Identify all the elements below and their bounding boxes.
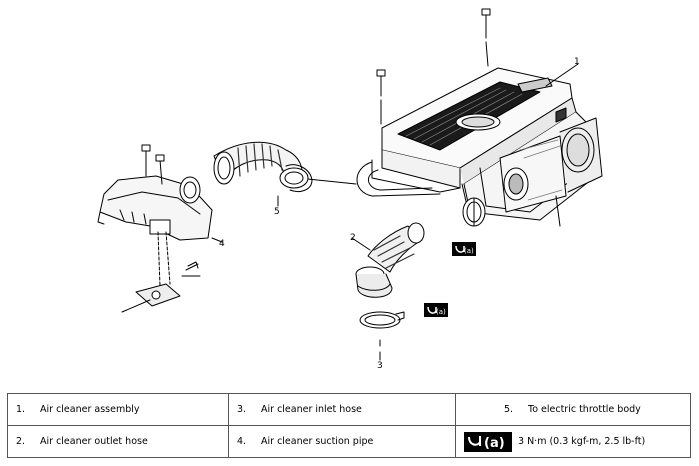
callout-1: 1 — [574, 57, 580, 67]
legend-row: 1. Air cleaner assembly 3. Air cleaner inl… — [7, 393, 691, 426]
suction-pipe-bolts — [141, 144, 171, 287]
air-cleaner-inlet-hose — [213, 141, 313, 193]
legend-text: Air cleaner outlet hose — [40, 436, 148, 447]
legend-number: 1. — [16, 404, 26, 415]
hose-clamp-lower — [359, 311, 405, 329]
legend-cell-torque: (a) 3 N·m (0.3 kgf-m, 2.5 lb-ft) — [455, 425, 691, 458]
mounting-grommet — [121, 261, 201, 313]
legend-number: 5. — [504, 404, 514, 415]
legend-cell: 2. Air cleaner outlet hose — [7, 425, 229, 458]
torque-marker-upper: (a) — [452, 242, 476, 256]
torque-marker-upper-label: (a) — [464, 247, 474, 255]
air-cleaner-suction-pipe — [97, 175, 213, 241]
torque-marker-lower: (a) — [424, 303, 448, 317]
torque-wrench-icon: (a) — [464, 431, 512, 452]
legend-text: Air cleaner inlet hose — [261, 404, 362, 415]
callout-5: 5 — [274, 207, 280, 217]
legend-number: 2. — [16, 436, 26, 447]
air-cleaner-outlet-hose — [355, 222, 425, 298]
legend-text: Air cleaner suction pipe — [261, 436, 374, 447]
torque-value: 3 N·m (0.3 kgf-m, 2.5 lb-ft) — [518, 436, 646, 447]
torque-marker-lower-label: (a) — [436, 308, 446, 316]
legend-text: To electric throttle body — [528, 404, 641, 415]
torque-icon-label: (a) — [484, 436, 505, 451]
legend-cell: 4. Air cleaner suction pipe — [228, 425, 456, 458]
assembly-bolts — [376, 8, 491, 125]
callout-2: 2 — [350, 233, 356, 243]
air-cleaner-assembly — [356, 67, 603, 221]
legend-cell: 5. To electric throttle body — [455, 393, 691, 426]
exploded-parts-diagram: 1 2 3 4 5 (a) (a) — [97, 8, 603, 371]
legend-number: 4. — [237, 436, 247, 447]
legend-number: 3. — [237, 404, 247, 415]
legend-text: Air cleaner assembly — [40, 404, 140, 415]
hose-clamp — [462, 197, 486, 227]
parts-legend-table: 1. Air cleaner assembly 3. Air cleaner inl… — [7, 393, 691, 458]
callout-3: 3 — [377, 361, 383, 371]
callout-4: 4 — [219, 239, 225, 249]
legend-row: 2. Air cleaner outlet hose 4. Air cleaner … — [7, 425, 691, 458]
legend-cell: 1. Air cleaner assembly — [7, 393, 229, 426]
legend-cell: 3. Air cleaner inlet hose — [228, 393, 456, 426]
